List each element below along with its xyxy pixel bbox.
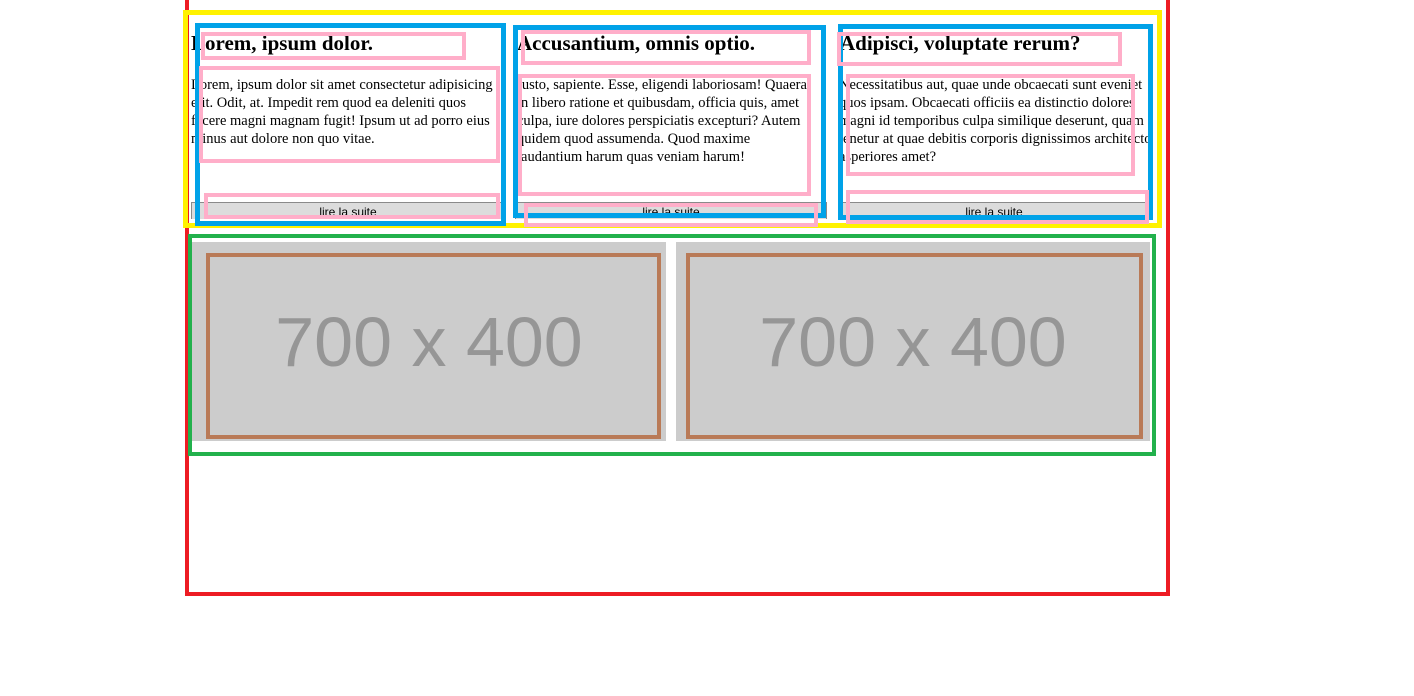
article-text: Necessitatibus aut, quae unde obcaecati … xyxy=(839,77,1152,165)
image-placeholder-2: 700 x 400 xyxy=(676,242,1150,441)
article-title: Adipisci, voluptate rerum? xyxy=(840,31,1081,55)
article-text: Iusto, sapiente. Esse, eligendi laborios… xyxy=(517,77,811,165)
article-text: Lorem, ipsum dolor sit amet consectetur … xyxy=(191,77,493,147)
image-placeholder-label: 700 x 400 xyxy=(759,302,1067,381)
read-more-button[interactable]: lire la suite xyxy=(191,202,505,219)
article-title: Accusantium, omnis optio. xyxy=(517,31,756,55)
image-placeholder-label: 700 x 400 xyxy=(275,302,583,381)
article-title: Lorem, ipsum dolor. xyxy=(191,31,374,55)
read-more-button[interactable]: lire la suite xyxy=(515,202,827,219)
image-placeholder-1: 700 x 400 xyxy=(192,242,666,441)
read-more-button[interactable]: lire la suite xyxy=(841,202,1147,219)
